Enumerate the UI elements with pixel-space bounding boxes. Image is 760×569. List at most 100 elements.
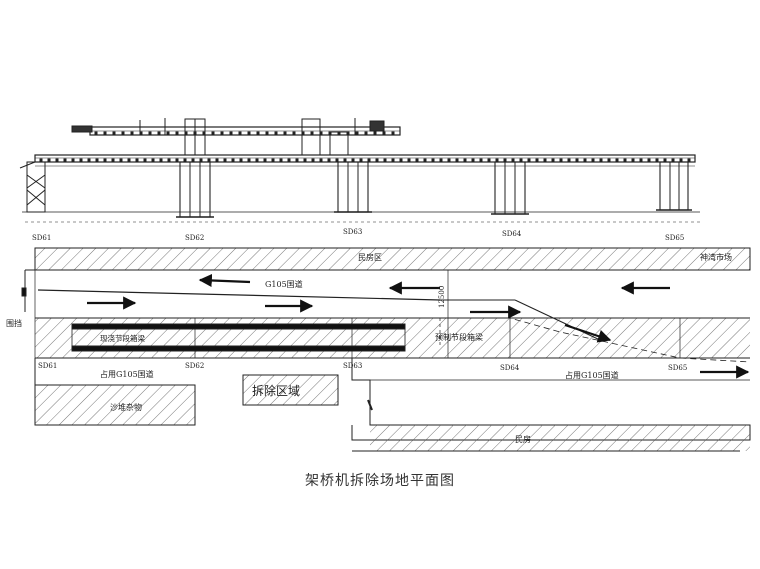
truss-tick <box>623 158 627 162</box>
figure-caption: 架桥机拆除场地平面图 <box>305 473 455 489</box>
truss-tick <box>71 158 75 162</box>
elev-label-sd65: SD65 <box>665 234 684 242</box>
truss-tick <box>121 131 125 135</box>
truss-tick <box>311 158 315 162</box>
label-residential-zone: 民房区 <box>358 252 382 262</box>
truss-tick <box>215 158 219 162</box>
elev-label-sd62: SD62 <box>185 234 204 242</box>
label-shenwan-market: 神湾市场 <box>700 252 732 262</box>
truss-tick <box>127 158 131 162</box>
truss-tick <box>283 131 287 135</box>
truss-tick <box>103 131 107 135</box>
pier-sd63 <box>334 161 372 213</box>
truss-tick <box>263 158 267 162</box>
truss-tick <box>399 158 403 162</box>
truss-tick <box>287 158 291 162</box>
truss-tick <box>559 158 563 162</box>
truss-tick <box>256 131 260 135</box>
truss-tick <box>591 158 595 162</box>
label-g105-road: G105国道 <box>265 279 303 289</box>
truss-tick <box>130 131 134 135</box>
truss-tick <box>279 158 283 162</box>
label-sand-storage: 沙堆杂物 <box>110 402 142 412</box>
arrow-diag <box>564 323 612 343</box>
truss-tick <box>167 158 171 162</box>
truss-tick <box>567 158 571 162</box>
rear-support <box>19 161 46 213</box>
truss-tick <box>391 131 395 135</box>
truss-tick <box>364 131 368 135</box>
truss-tick <box>343 158 347 162</box>
truss-tick <box>583 158 587 162</box>
truss-tick <box>423 158 427 162</box>
label-occupy-g105-left: 占用G105国道 <box>100 369 154 379</box>
truss-tick <box>367 158 371 162</box>
truss-tick <box>359 158 363 162</box>
truss-tick <box>274 131 278 135</box>
truss-tick <box>607 158 611 162</box>
plan-label-sd62: SD62 <box>185 362 204 370</box>
truss-tick <box>112 131 116 135</box>
truss-tick <box>375 158 379 162</box>
truss-tick <box>527 158 531 162</box>
houses-strip <box>370 425 750 451</box>
truss-tick <box>151 158 155 162</box>
truss-tick <box>679 158 683 162</box>
plan-pier-labels: SD61 SD62 SD63 SD64 SD65 <box>38 362 687 372</box>
truss-tick <box>447 158 451 162</box>
truss-tick <box>63 158 67 162</box>
pier-sd62 <box>176 161 214 218</box>
truss-tick <box>239 158 243 162</box>
plan-view <box>21 247 751 452</box>
truss-tick <box>415 158 419 162</box>
truss-tick <box>407 158 411 162</box>
truss-tick <box>220 131 224 135</box>
truss-tick <box>663 158 667 162</box>
truss-tick <box>143 158 147 162</box>
truss-tick <box>535 158 539 162</box>
truss-tick <box>655 158 659 162</box>
truss-tick <box>431 158 435 162</box>
plan-labels: 民房区 神湾市场 G105国道 12500 围挡 现浇节段箱梁 预制节段箱梁 占… <box>6 252 732 444</box>
truss-tick <box>303 158 307 162</box>
truss-tick <box>319 158 323 162</box>
truss-tick <box>292 131 296 135</box>
truss-tick <box>479 158 483 162</box>
truss-tick <box>519 158 523 162</box>
plan-label-sd61: SD61 <box>38 362 57 370</box>
truss-tick <box>255 158 259 162</box>
truss-tick <box>223 158 227 162</box>
truss-tick <box>265 131 269 135</box>
truss-tick <box>471 158 475 162</box>
truss-tick <box>631 158 635 162</box>
arrow-left-1 <box>198 273 251 288</box>
truss-tick <box>463 158 467 162</box>
truss-tick <box>383 158 387 162</box>
truss-tick <box>175 158 179 162</box>
g105-road-line <box>37 289 441 301</box>
truss-tick <box>495 158 499 162</box>
truss-tick <box>166 131 170 135</box>
truss-tick <box>455 158 459 162</box>
truss-tick <box>310 131 314 135</box>
truss-tick <box>503 158 507 162</box>
label-precast-beam: 预制节段箱梁 <box>435 332 483 342</box>
elevation-view <box>19 118 700 223</box>
truss-tick <box>95 158 99 162</box>
demolition-area-box <box>242 374 339 406</box>
truss-tick <box>511 158 515 162</box>
truss-tick <box>247 131 251 135</box>
plan-label-sd63: SD63 <box>343 362 362 370</box>
truss-tick <box>175 131 179 135</box>
truss-tick <box>355 131 359 135</box>
main-girder <box>34 154 696 167</box>
plan-label-sd65: SD65 <box>668 364 687 372</box>
truss-tick <box>207 158 211 162</box>
elevation-pier-labels: SD61 SD62 SD63 SD64 SD65 <box>32 228 684 242</box>
truss-tick <box>382 131 386 135</box>
truss-tick <box>351 158 355 162</box>
truss-tick <box>439 158 443 162</box>
truss-tick <box>391 158 395 162</box>
label-existing-beam: 现浇节段箱梁 <box>100 333 145 343</box>
existing-beam-top <box>71 323 406 330</box>
